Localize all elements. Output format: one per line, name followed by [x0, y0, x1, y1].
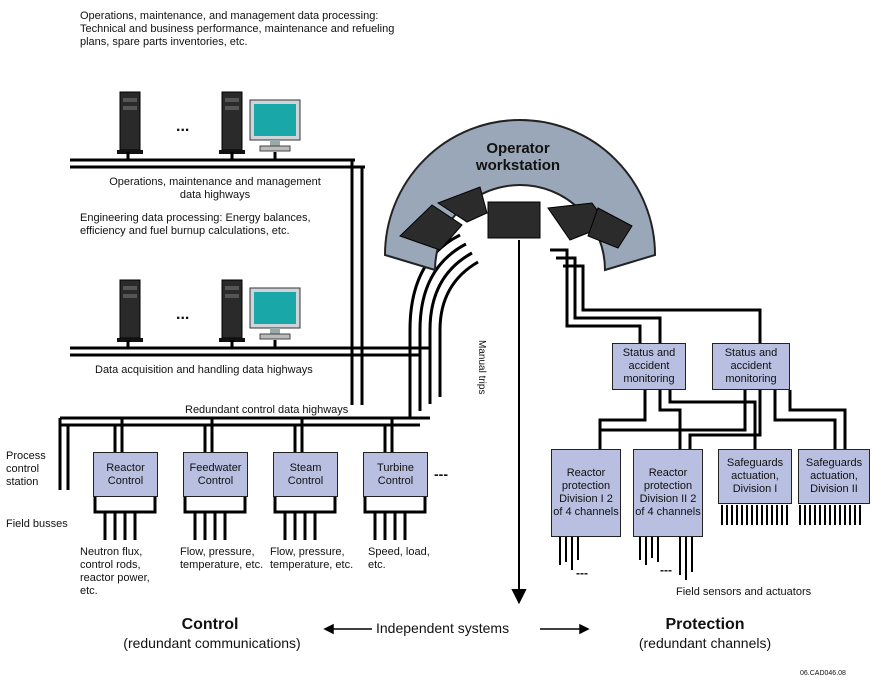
daq-highway-label: Data acquisition and handling data highw…	[95, 364, 313, 376]
reactor-control-box: Reactor Control	[93, 452, 158, 497]
sensor-ellipsis-1: ---	[576, 566, 588, 580]
status-monitoring-box-2: Status and accident monitoring	[712, 343, 790, 390]
ops-processing-text: Operations, maintenance, and management …	[80, 10, 395, 48]
sensor-ellipsis-2: ---	[660, 563, 672, 577]
top-monitor	[249, 99, 301, 152]
top-server-tower	[116, 91, 144, 155]
reactor-protection-div2-box: Reactor protection Division II 2 of 4 ch…	[633, 449, 703, 537]
field-desc-turbine: Speed, load, etc.	[368, 546, 430, 571]
omh-highway-lines	[70, 152, 365, 405]
operator-workstation-label: Operator workstation	[475, 140, 561, 174]
status-monitoring-box-1: Status and accident monitoring	[612, 343, 686, 390]
field-bus-combs	[93, 497, 427, 540]
protection-connectors	[598, 390, 847, 449]
ellipsis-mid: ...	[176, 306, 190, 323]
reference-code: 06.CAD046.08	[800, 670, 846, 677]
field-desc-reactor: Neutron flux, control rods, reactor powe…	[80, 546, 150, 597]
safeguard-bars	[721, 505, 861, 525]
mid-monitor	[249, 287, 301, 340]
field-desc-steam: Flow, pressure, temperature, etc.	[270, 546, 354, 571]
control-subtitle: (redundant communications)	[123, 635, 301, 651]
protection-title: Protection	[665, 616, 745, 633]
mid-workstation-tower	[218, 279, 246, 343]
omh-highway-label: Operations, maintenance and management d…	[109, 176, 321, 201]
daq-highway-lines	[70, 340, 430, 357]
safeguards-div1-box: Safeguards actuation, Division I	[718, 449, 792, 504]
manual-trips-arrow	[511, 240, 527, 605]
control-title: Control	[181, 616, 239, 633]
status-connectors	[550, 248, 762, 343]
reactor-protection-div1-box: Reactor protection Division I 2 of 4 cha…	[551, 449, 621, 537]
independent-arrows	[323, 623, 590, 635]
protection-subtitle: (redundant channels)	[638, 635, 772, 651]
redundant-highway-label: Redundant control data highways	[185, 404, 349, 416]
field-sensors-label: Field sensors and actuators	[676, 586, 812, 598]
sensor-bars	[559, 537, 693, 580]
engineering-text: Engineering data processing: Energy bala…	[80, 212, 311, 237]
safeguards-div2-box: Safeguards actuation, Division II	[798, 449, 870, 504]
feedwater-control-box: Feedwater Control	[183, 452, 248, 497]
process-control-station-label: Process control station	[6, 450, 46, 488]
independent-systems-label: Independent systems	[376, 620, 510, 636]
operator-console	[383, 119, 657, 272]
control-ellipsis: ---	[434, 466, 448, 482]
top-workstation-tower	[218, 91, 246, 155]
mid-server-tower	[116, 279, 144, 343]
field-desc-feedwater: Flow, pressure, temperature, etc.	[180, 546, 264, 571]
turbine-control-box: Turbine Control	[363, 452, 428, 497]
operator-cable-bundle	[408, 233, 479, 418]
steam-control-box: Steam Control	[273, 452, 338, 497]
redundant-highway-lines	[58, 416, 430, 490]
field-busses-label: Field busses	[6, 518, 68, 530]
ellipsis-top: ...	[176, 118, 190, 135]
manual-trips-label: Manual trips	[476, 340, 487, 395]
